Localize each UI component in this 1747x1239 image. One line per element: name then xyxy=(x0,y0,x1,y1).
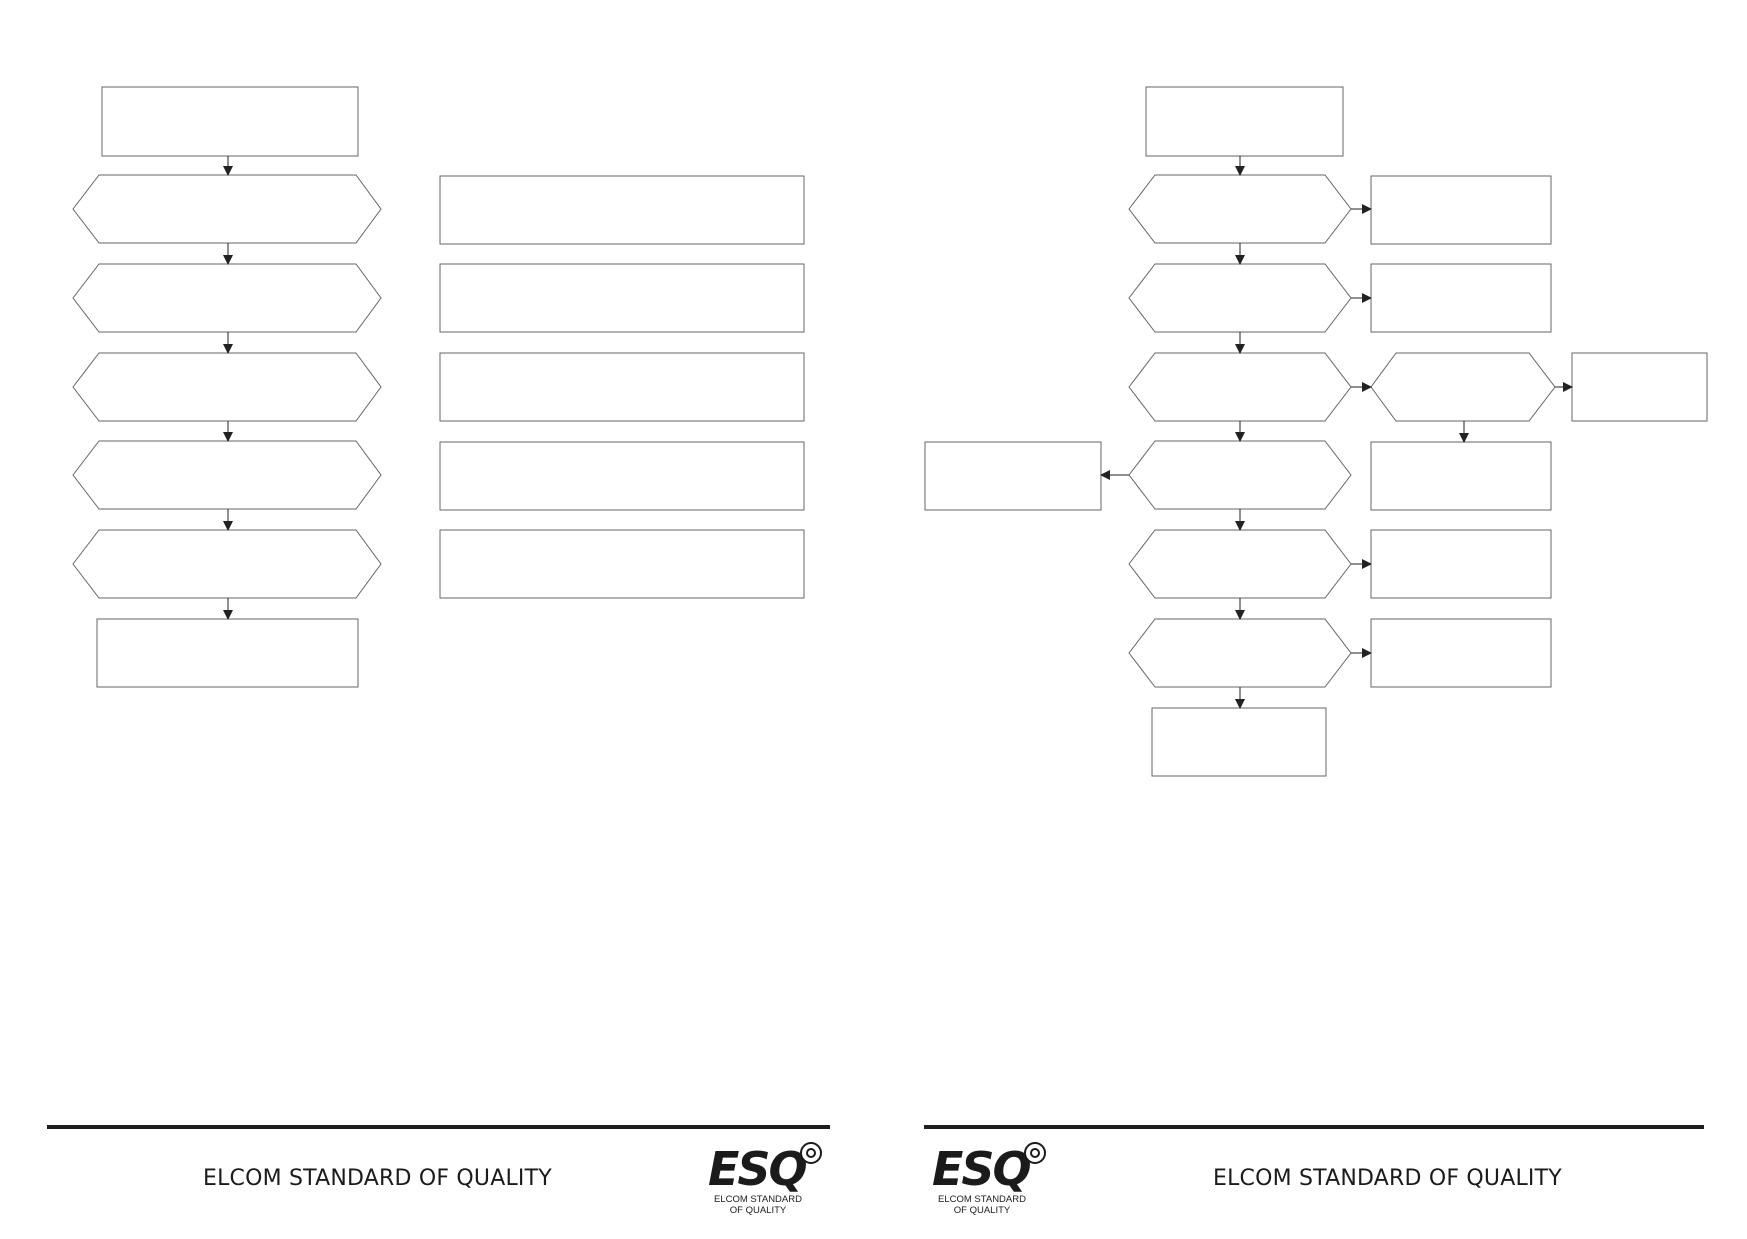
right-flowchart xyxy=(924,86,1708,777)
right-start-box xyxy=(1145,86,1344,157)
left-end-box xyxy=(96,618,359,688)
esq-logo-subtitle: ELCOM STANDARD OF QUALITY xyxy=(714,1194,802,1216)
left-flowchart xyxy=(72,86,805,688)
left-note-box-3 xyxy=(439,352,805,422)
esq-logo-subtitle: ELCOM STANDARD OF QUALITY xyxy=(938,1194,1026,1216)
left-decision-5 xyxy=(72,529,382,599)
right-decision-6 xyxy=(1128,618,1352,688)
esq-seal-icon xyxy=(1024,1142,1046,1164)
left-footer-rule xyxy=(47,1125,830,1129)
right-side-box-5 xyxy=(1370,618,1552,688)
right-decision-1 xyxy=(1128,174,1352,244)
right-decision-5 xyxy=(1128,529,1352,599)
right-side-box-1 xyxy=(1370,175,1552,245)
right-side-box-3 xyxy=(1370,441,1552,511)
right-decision-2 xyxy=(1128,263,1352,333)
right-connectors xyxy=(1100,156,1573,709)
left-start-box xyxy=(101,86,359,157)
left-note-box-2 xyxy=(439,263,805,333)
right-side-box-4 xyxy=(1370,529,1552,599)
left-esq-logo: ESQ ELCOM STANDARD OF QUALITY xyxy=(708,1142,833,1231)
right-end-box xyxy=(1151,707,1327,777)
left-footer-tagline: ELCOM STANDARD OF QUALITY xyxy=(203,1166,552,1191)
right-side-decision xyxy=(1370,352,1556,422)
esq-logo-mark: ESQ xyxy=(932,1142,1032,1196)
right-footer-tagline: ELCOM STANDARD OF QUALITY xyxy=(1213,1166,1562,1191)
esq-seal-icon xyxy=(800,1142,822,1164)
left-decision-2 xyxy=(72,263,382,333)
left-note-box-4 xyxy=(439,441,805,511)
right-decision-3 xyxy=(1128,352,1352,422)
right-far-box xyxy=(1571,352,1708,422)
left-decision-3 xyxy=(72,352,382,422)
left-decision-4 xyxy=(72,440,382,510)
left-decision-1 xyxy=(72,174,382,244)
esq-logo-mark: ESQ xyxy=(708,1142,808,1196)
right-esq-logo: ESQ ELCOM STANDARD OF QUALITY xyxy=(932,1142,1057,1231)
right-decision-4 xyxy=(1128,440,1352,510)
left-note-box-1 xyxy=(439,175,805,245)
right-left-box xyxy=(924,441,1102,511)
right-side-box-2 xyxy=(1370,263,1552,333)
right-footer-rule xyxy=(924,1125,1704,1129)
left-note-box-5 xyxy=(439,529,805,599)
